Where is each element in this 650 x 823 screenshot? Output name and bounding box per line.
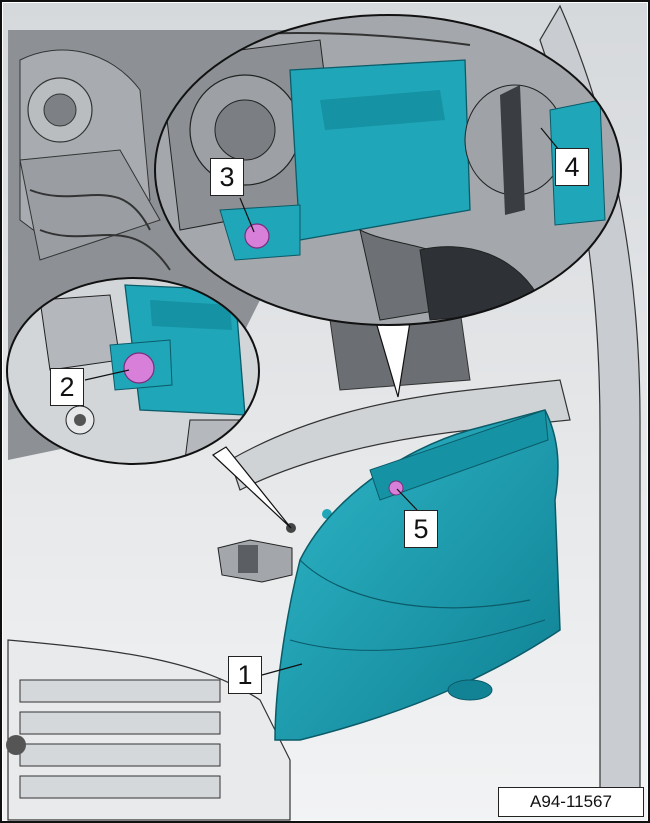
callout-5: 5 [404, 510, 438, 548]
callout-leaders [84, 127, 560, 676]
figure-reference-code: A94-11567 [498, 787, 644, 817]
callout-2: 2 [50, 368, 84, 406]
headlight-housing [274, 409, 561, 741]
callout-3: 3 [210, 158, 244, 196]
callout-1: 1 [228, 656, 262, 694]
detail-view-left [6, 277, 260, 465]
callout-4: 4 [555, 148, 589, 186]
detail-pointers [212, 321, 411, 529]
